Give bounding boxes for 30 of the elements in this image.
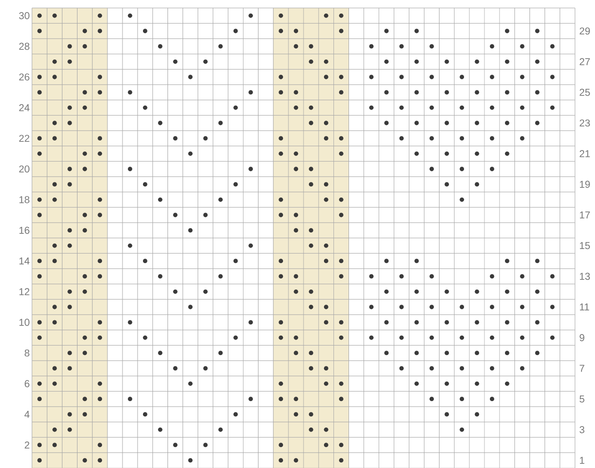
- row-number: 4: [24, 410, 30, 418]
- row-number: 14: [19, 258, 30, 264]
- row-number: 18: [19, 196, 30, 204]
- row-number: 30: [19, 12, 30, 20]
- row-number: 9: [580, 334, 584, 342]
- row-number: 6: [24, 380, 30, 388]
- row-number: 28: [19, 42, 30, 50]
- row-number: 10: [19, 318, 30, 326]
- row-number: 5: [580, 396, 584, 402]
- row-number: 1: [580, 456, 584, 464]
- row-number: 7: [580, 364, 584, 372]
- row-number: 26: [19, 73, 30, 81]
- row-number: 15: [580, 242, 590, 250]
- row-number: 20: [19, 165, 30, 173]
- row-number: 19: [580, 180, 590, 188]
- row-number: 17: [580, 212, 590, 218]
- row-number: 11: [580, 304, 590, 310]
- row-number: 2: [24, 442, 30, 448]
- row-number: 12: [19, 288, 30, 296]
- row-number: 13: [580, 272, 590, 280]
- row-number: 3: [580, 426, 584, 434]
- row-number: 27: [580, 58, 590, 66]
- row-number: 8: [24, 349, 30, 357]
- row-number: 25: [580, 88, 590, 96]
- row-number: 23: [580, 119, 590, 127]
- row-number: 22: [19, 134, 30, 142]
- row-number: 24: [19, 104, 30, 112]
- row-number: 16: [19, 226, 30, 234]
- row-number: 29: [580, 27, 590, 35]
- row-number: 21: [580, 150, 590, 158]
